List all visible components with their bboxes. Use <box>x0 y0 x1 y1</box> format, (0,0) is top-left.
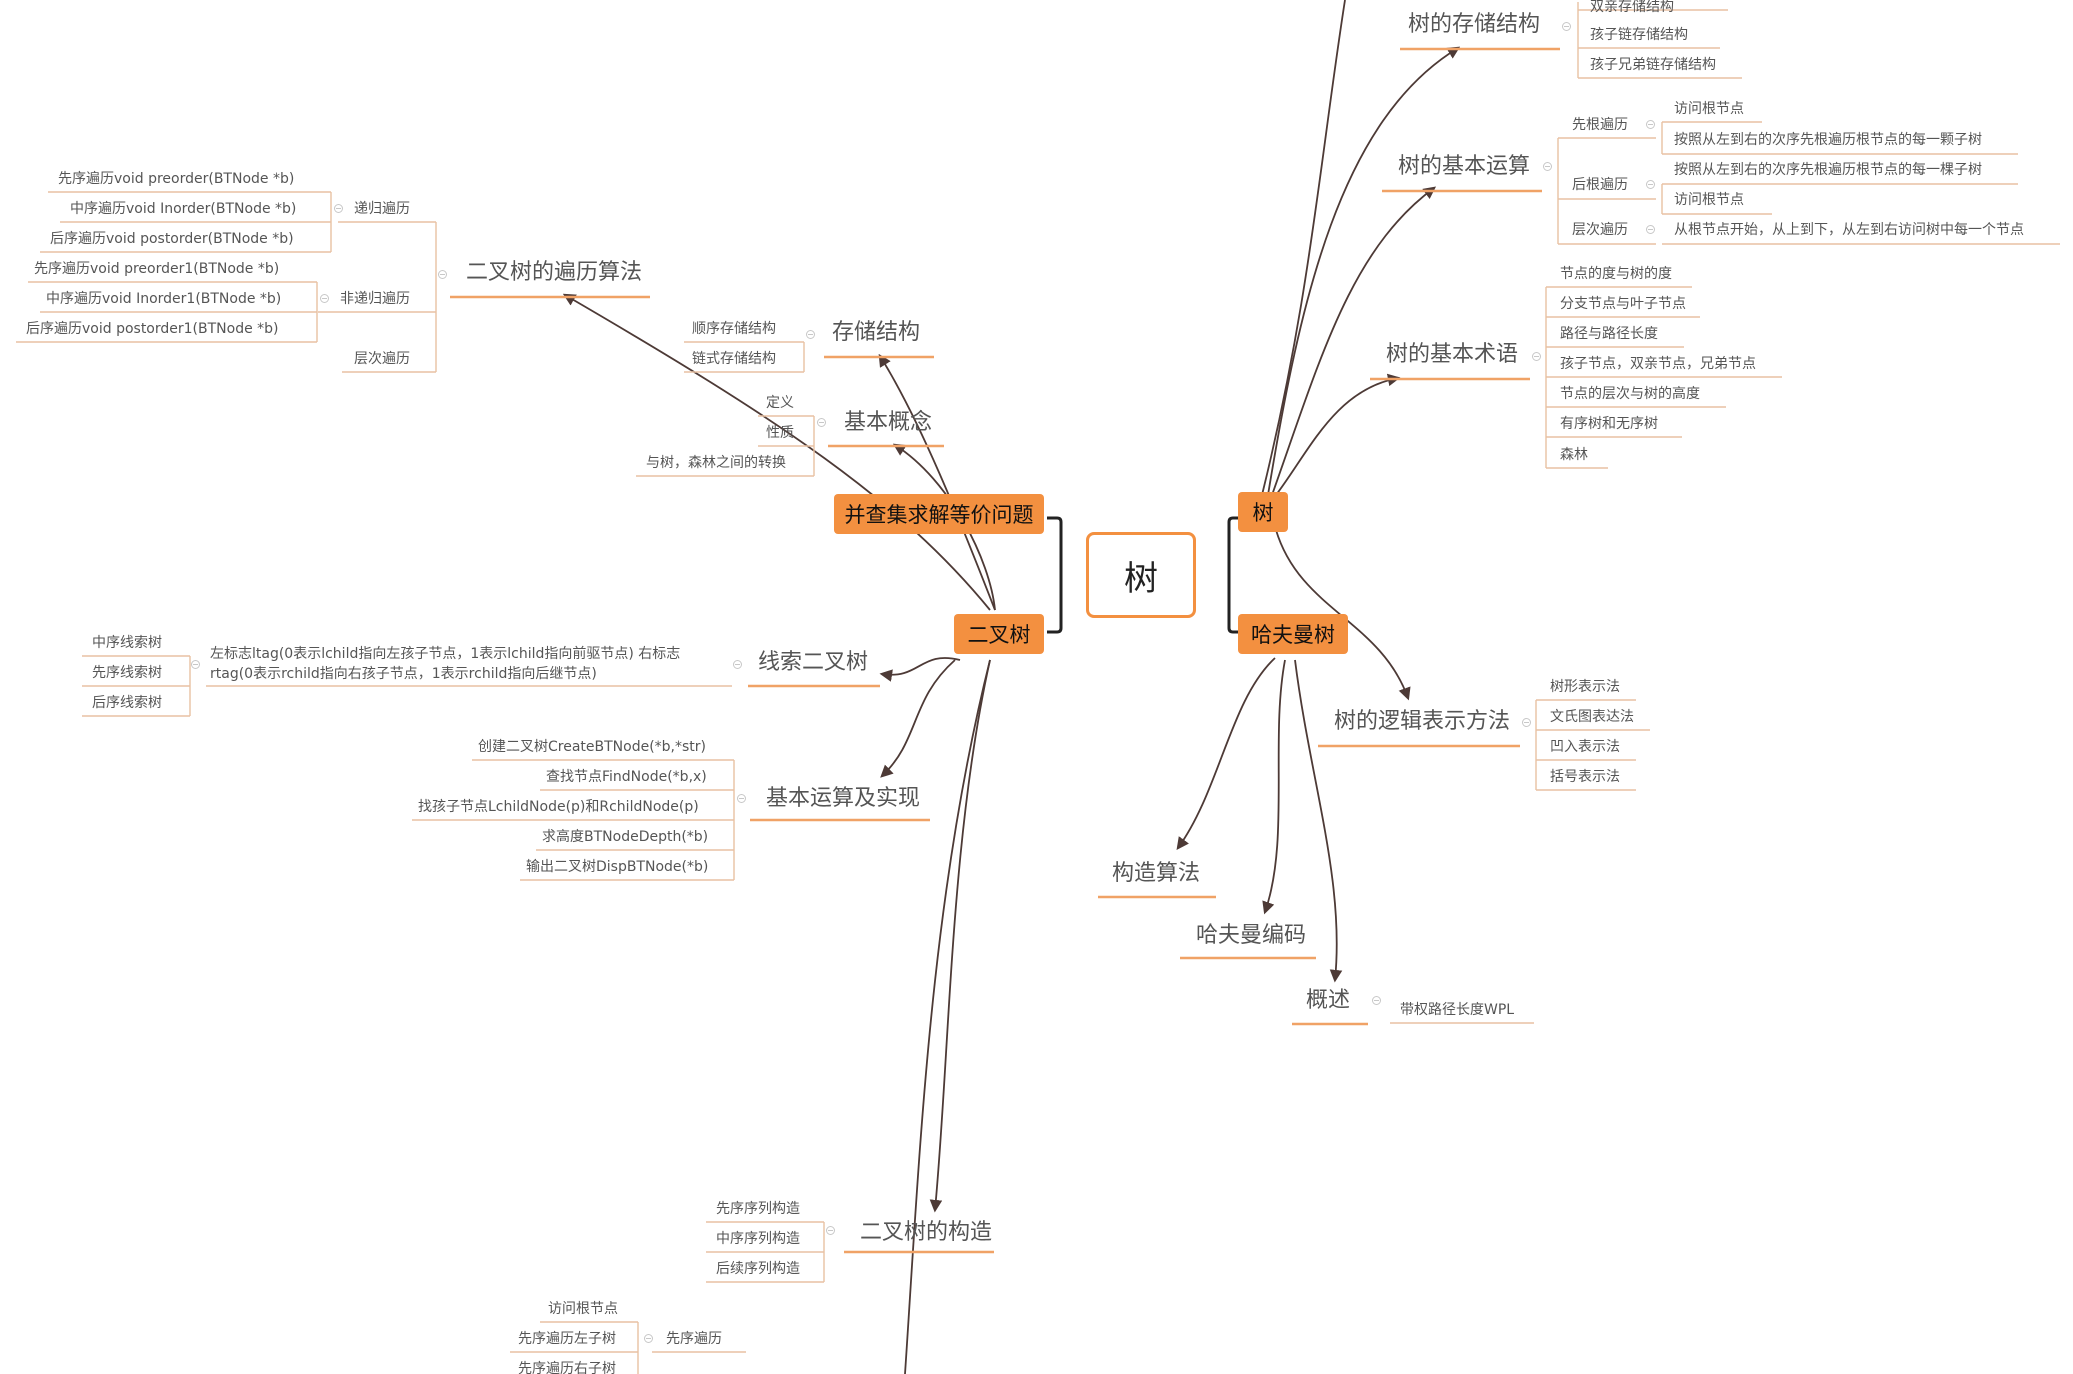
binary-pre-traversal-item[interactable]: 先序遍历左子树 <box>518 1331 616 1347</box>
binary-nonrecursive-item[interactable]: 中序遍历void Inorder1(BTNode *b) <box>46 291 282 307</box>
binary-ops-item[interactable]: 求高度BTNodeDepth(*b) <box>542 829 709 845</box>
tree-logic-item[interactable]: 文氏图表达法 <box>1550 709 1634 725</box>
collapse-toggle-icon[interactable] <box>191 660 200 669</box>
collapse-toggle-icon[interactable] <box>733 660 742 669</box>
collapse-toggle-icon[interactable] <box>1532 352 1541 361</box>
collapse-toggle-icon[interactable] <box>826 1226 835 1235</box>
binary-threaded-note[interactable]: 左标志ltag(0表示lchild指向左孩子节点，1表示lchild指向前驱节点… <box>210 646 681 682</box>
collapse-toggle-icon[interactable] <box>737 794 746 803</box>
collapse-toggle-icon[interactable] <box>438 270 447 279</box>
binary-storage-title[interactable]: 存储结构 <box>832 320 921 345</box>
binary-construct-item[interactable]: 后续序列构造 <box>716 1261 800 1277</box>
central-brackets <box>1047 516 1243 634</box>
tree-storage-item[interactable]: 孩子兄弟链存储结构 <box>1590 57 1716 73</box>
central-topic[interactable]: 树 <box>1086 532 1196 618</box>
tree-level-item[interactable]: 从根节点开始，从上到下，从左到右访问树中每一个节点 <box>1674 222 2024 238</box>
huffman-construct[interactable]: 构造算法 <box>1112 861 1201 886</box>
binary-construct-item[interactable]: 中序序列构造 <box>716 1231 800 1247</box>
binary-ops-title[interactable]: 基本运算及实现 <box>766 786 921 811</box>
binary-recursive-item[interactable]: 中序遍历void Inorder(BTNode *b) <box>70 201 297 217</box>
binary-concept-title[interactable]: 基本概念 <box>844 410 933 435</box>
binary-threaded-item[interactable]: 后序线索树 <box>92 695 162 711</box>
binary-construct-title[interactable]: 二叉树的构造 <box>860 1220 993 1245</box>
collapse-toggle-icon[interactable] <box>1646 120 1655 129</box>
tree-storage-title[interactable]: 树的存储结构 <box>1408 12 1541 37</box>
collapse-toggle-icon[interactable] <box>334 204 343 213</box>
collapse-toggle-icon[interactable] <box>1646 225 1655 234</box>
binary-concept-item[interactable]: 性质 <box>766 425 794 441</box>
tree-postorder-item[interactable]: 访问根节点 <box>1674 192 1744 208</box>
tree-term-item[interactable]: 节点的度与树的度 <box>1560 266 1672 282</box>
collapse-toggle-icon[interactable] <box>1372 996 1381 1005</box>
tree-level-title[interactable]: 层次遍历 <box>1572 222 1628 238</box>
binary-ops-item[interactable]: 查找节点FindNode(*b,x) <box>546 769 707 785</box>
tree-preorder-item[interactable]: 按照从左到右的次序先根遍历根节点的每一颗子树 <box>1674 132 1982 148</box>
tree-postorder-item[interactable]: 按照从左到右的次序先根遍历根节点的每一棵子树 <box>1674 162 1982 178</box>
collapse-toggle-icon[interactable] <box>817 418 826 427</box>
binary-pre-traversal-title[interactable]: 先序遍历 <box>666 1331 722 1347</box>
binary-threaded-item[interactable]: 中序线索树 <box>92 635 162 651</box>
tree-term-item[interactable]: 分支节点与叶子节点 <box>1560 296 1686 312</box>
tree-logic-item[interactable]: 括号表示法 <box>1550 769 1620 785</box>
tree-term-item[interactable]: 节点的层次与树的高度 <box>1560 386 1700 402</box>
binary-storage-item[interactable]: 链式存储结构 <box>692 351 776 367</box>
binary-threaded-item[interactable]: 先序线索树 <box>92 665 162 681</box>
collapse-toggle-icon[interactable] <box>320 294 329 303</box>
binary-recursive-item[interactable]: 后序遍历void postorder(BTNode *b) <box>50 231 294 247</box>
binary-nonrecursive-title[interactable]: 非递归遍历 <box>340 291 410 307</box>
tree-preorder-item[interactable]: 访问根节点 <box>1674 101 1744 117</box>
collapse-toggle-icon[interactable] <box>1646 180 1655 189</box>
tree-storage-item[interactable]: 孩子链存储结构 <box>1590 27 1688 43</box>
binary-recursive-item[interactable]: 先序遍历void preorder(BTNode *b) <box>58 171 295 187</box>
topic-links <box>562 0 1461 1374</box>
binary-concept-item[interactable]: 定义 <box>766 395 794 411</box>
huffman-overview-title[interactable]: 概述 <box>1306 988 1351 1013</box>
tree-storage-item[interactable]: 双亲存储结构 <box>1590 0 1674 15</box>
collapse-toggle-icon[interactable] <box>1543 162 1552 171</box>
binary-recursive-title[interactable]: 递归遍历 <box>354 201 410 217</box>
tree-logic-title[interactable]: 树的逻辑表示方法 <box>1334 709 1511 734</box>
binary-construct-item[interactable]: 先序序列构造 <box>716 1201 800 1217</box>
binary-threaded-title[interactable]: 线索二叉树 <box>758 650 869 675</box>
binary-ops-item[interactable]: 找孩子节点LchildNode(p)和RchildNode(p) <box>418 799 699 815</box>
main-topic-huffman[interactable]: 哈夫曼树 <box>1238 614 1348 654</box>
tree-ops-title[interactable]: 树的基本运算 <box>1398 154 1531 179</box>
huffman-coding[interactable]: 哈夫曼编码 <box>1196 923 1307 948</box>
collapse-toggle-icon[interactable] <box>1562 22 1571 31</box>
tree-postorder-title[interactable]: 后根遍历 <box>1572 177 1628 193</box>
tree-term-item[interactable]: 有序树和无序树 <box>1560 416 1658 432</box>
tree-preorder-title[interactable]: 先根遍历 <box>1572 117 1628 133</box>
binary-traversal-title[interactable]: 二叉树的遍历算法 <box>466 260 643 285</box>
binary-ops-item[interactable]: 输出二叉树DispBTNode(*b) <box>526 859 709 875</box>
leaf-rules <box>16 2 2060 1374</box>
tree-term-item[interactable]: 路径与路径长度 <box>1560 326 1658 342</box>
binary-storage-item[interactable]: 顺序存储结构 <box>692 321 776 337</box>
main-topic-binary-tree[interactable]: 二叉树 <box>954 614 1044 654</box>
binary-pre-traversal-item[interactable]: 先序遍历右子树 <box>518 1361 616 1374</box>
binary-level-traversal[interactable]: 层次遍历 <box>354 351 410 367</box>
binary-concept-item[interactable]: 与树，森林之间的转换 <box>646 455 786 471</box>
collapse-toggle-icon[interactable] <box>1522 718 1531 727</box>
tree-logic-item[interactable]: 凹入表示法 <box>1550 739 1620 755</box>
binary-nonrecursive-item[interactable]: 后序遍历void postorder1(BTNode *b) <box>26 321 279 337</box>
tree-term-item[interactable]: 孩子节点，双亲节点，兄弟节点 <box>1560 356 1756 372</box>
main-topic-union-find[interactable]: 并查集求解等价问题 <box>834 494 1044 534</box>
huffman-overview-item[interactable]: 带权路径长度WPL <box>1400 1002 1515 1018</box>
tree-terms-title[interactable]: 树的基本术语 <box>1386 342 1519 367</box>
collapse-toggle-icon[interactable] <box>644 1334 653 1343</box>
binary-pre-traversal-item[interactable]: 访问根节点 <box>548 1301 618 1317</box>
tree-term-item[interactable]: 森林 <box>1560 447 1588 463</box>
main-topic-tree[interactable]: 树 <box>1238 492 1288 532</box>
binary-nonrecursive-item[interactable]: 先序遍历void preorder1(BTNode *b) <box>34 261 280 277</box>
collapse-toggle-icon[interactable] <box>806 330 815 339</box>
binary-ops-item[interactable]: 创建二叉树CreateBTNode(*b,*str) <box>478 739 707 755</box>
tree-logic-item[interactable]: 树形表示法 <box>1550 679 1620 695</box>
